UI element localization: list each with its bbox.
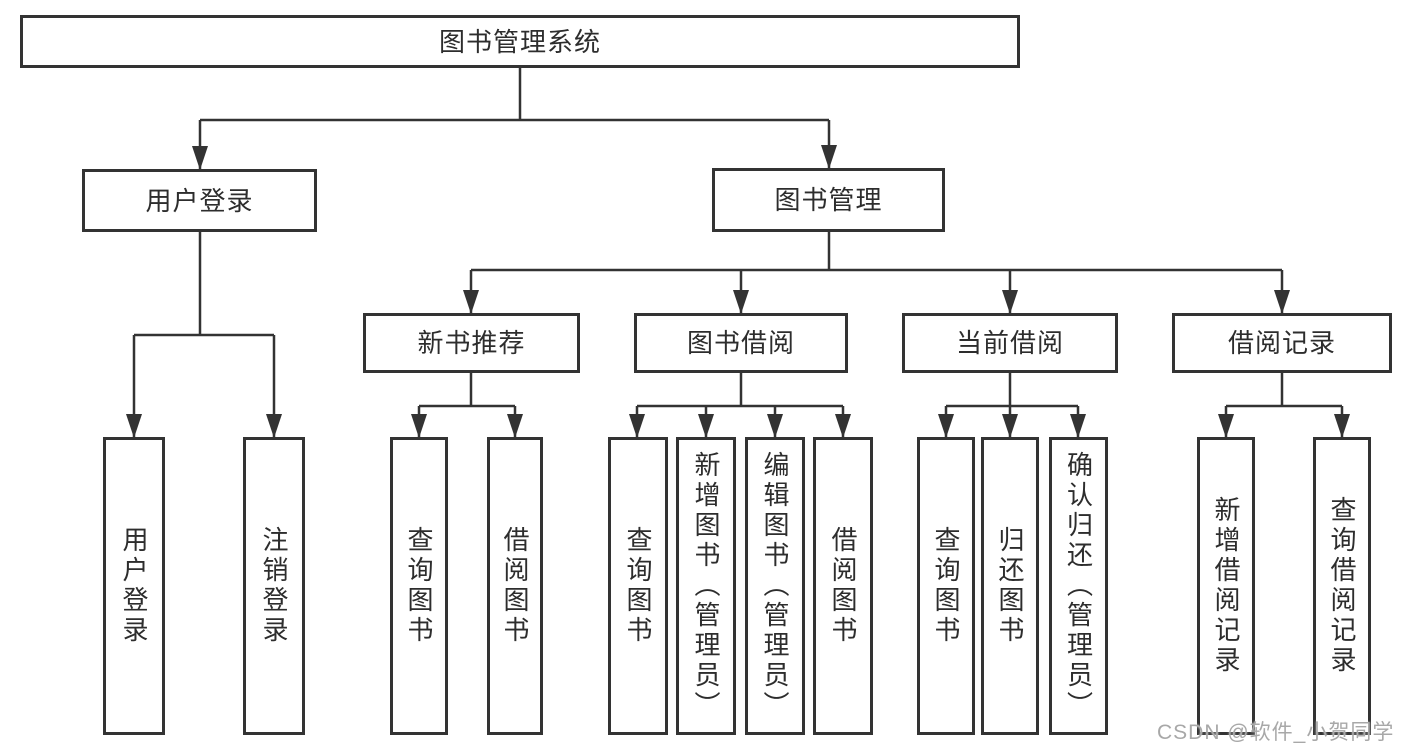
leaf-return-books: 归还图书	[981, 437, 1039, 735]
node-label: 图书管理系统	[438, 26, 601, 57]
arrowheads	[126, 145, 1350, 438]
node-label: 查询图书	[404, 526, 434, 646]
leaf-user-login: 用户登录	[103, 437, 165, 735]
leaf-borrowing-borrow-books: 借阅图书	[813, 437, 873, 735]
node-label: 确认归还（管理员）	[1063, 451, 1094, 721]
node-label: 用户登录	[145, 185, 254, 216]
node-borrowing-records: 借阅记录	[1172, 313, 1392, 373]
node-label: 图书管理	[774, 185, 883, 215]
node-label: 当前借阅	[955, 328, 1064, 358]
leaf-add-borrow-record: 新增借阅记录	[1197, 437, 1255, 735]
csdn-watermark: CSDN @软件_小贺同学	[1157, 721, 1395, 744]
leaf-borrowing-query-books: 查询图书	[608, 437, 668, 735]
leaf-query-borrow-record: 查询借阅记录	[1313, 437, 1371, 735]
node-label: 新增借阅记录	[1211, 496, 1241, 676]
node-label: 图书借阅	[686, 328, 795, 358]
leaf-current-query-books: 查询图书	[917, 437, 975, 735]
node-new-book-recommend: 新书推荐	[363, 313, 580, 373]
leaf-edit-books-admin: 编辑图书（管理员）	[745, 437, 805, 735]
leaf-confirm-return-admin: 确认归还（管理员）	[1049, 437, 1108, 735]
leaf-recommend-query-books: 查询图书	[390, 437, 448, 735]
node-label: 查询借阅记录	[1327, 496, 1357, 676]
tree-edges	[132, 68, 1344, 438]
node-current-borrowing: 当前借阅	[902, 313, 1118, 373]
node-user-login: 用户登录	[82, 169, 317, 232]
node-label: 用户登录	[119, 526, 149, 646]
node-label: 编辑图书（管理员）	[760, 451, 790, 721]
node-label: 借阅图书	[828, 526, 858, 646]
node-label: 借阅图书	[500, 526, 530, 646]
leaf-add-books-admin: 新增图书（管理员）	[676, 437, 736, 735]
node-label: 新书推荐	[417, 328, 526, 358]
leaf-logout: 注销登录	[243, 437, 305, 735]
node-label: 借阅记录	[1227, 328, 1336, 358]
node-label: 归还图书	[995, 526, 1025, 646]
node-book-management: 图书管理	[712, 168, 945, 232]
node-label: 注销登录	[259, 526, 289, 646]
leaf-recommend-borrow-books: 借阅图书	[487, 437, 543, 735]
node-label: 查询图书	[623, 526, 653, 646]
node-root-library-system: 图书管理系统	[20, 15, 1020, 68]
node-book-borrowing: 图书借阅	[634, 313, 848, 373]
node-label: 新增图书（管理员）	[691, 451, 721, 721]
node-label: 查询图书	[931, 526, 961, 646]
